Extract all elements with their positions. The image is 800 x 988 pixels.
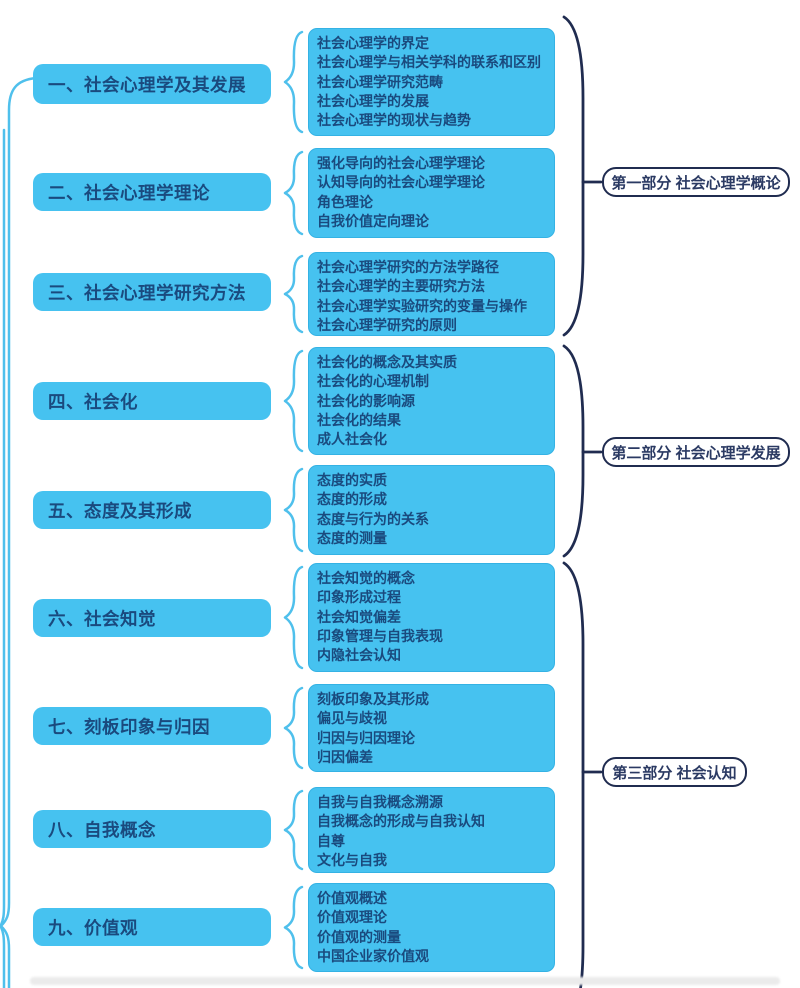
topic-item: 中国企业家价值观 <box>317 947 429 964</box>
topic-item: 社会心理学研究的方法学路径 <box>317 259 499 275</box>
part-brace-3 <box>562 561 603 988</box>
chapter-node-2[interactable]: 二、社会心理学理论 <box>33 173 271 211</box>
topics-brace-1 <box>283 30 304 134</box>
topic-item: 价值观概述 <box>317 890 387 906</box>
chapter-node-7[interactable]: 七、刻板印象与归因 <box>33 707 271 745</box>
topic-box-9[interactable]: 价值观概述 价值观理论 价值观的测量 中国企业家价值观 <box>308 883 555 972</box>
topic-item: 社会知觉偏差 <box>317 608 401 625</box>
topic-item: 社会心理学的界定 <box>317 35 429 51</box>
chapter-node-4[interactable]: 四、社会化 <box>33 382 271 420</box>
chapter-node-1[interactable]: 一、社会心理学及其发展 <box>33 64 271 104</box>
part-brace-2 <box>562 344 603 558</box>
topic-item: 态度的测量 <box>317 529 387 546</box>
topic-item: 态度的实质 <box>317 472 387 488</box>
topic-item: 自我概念的形成与自我认知 <box>317 813 485 830</box>
part-brace-1 <box>562 15 603 337</box>
topic-item: 社会心理学研究范畴 <box>317 73 443 90</box>
topic-item: 刻板印象及其形成 <box>317 691 429 707</box>
topic-item: 印象形成过程 <box>317 589 401 606</box>
topic-item: 价值观理论 <box>317 909 387 926</box>
topics-brace-4 <box>283 349 304 453</box>
chapter-node-9[interactable]: 九、价值观 <box>33 908 271 946</box>
topics-brace-6 <box>283 565 304 670</box>
topic-item: 自尊 <box>317 832 345 849</box>
chapter-node-8[interactable]: 八、自我概念 <box>33 810 271 848</box>
chapter-node-3[interactable]: 三、社会心理学研究方法 <box>33 273 271 311</box>
photo-edge-artifact <box>30 977 780 985</box>
topic-item: 认知导向的社会心理学理论 <box>317 174 485 191</box>
topic-box-1[interactable]: 社会心理学的界定 社会心理学与相关学科的联系和区别 社会心理学研究范畴 社会心理… <box>308 28 555 136</box>
part-label-3[interactable]: 第三部分 社会认知 <box>602 757 747 787</box>
chapter-node-5[interactable]: 五、态度及其形成 <box>33 491 271 529</box>
topic-item: 社会心理学的发展 <box>317 92 429 109</box>
topic-item: 社会化的心理机制 <box>317 373 429 390</box>
topics-brace-8 <box>283 789 304 871</box>
topic-box-5[interactable]: 态度的实质 态度的形成 态度与行为的关系 态度的测量 <box>308 465 555 555</box>
topic-box-7[interactable]: 刻板印象及其形成 偏见与歧视 归因与归因理论 归因偏差 <box>308 684 555 772</box>
topic-item: 态度的形成 <box>317 491 387 508</box>
topic-item: 强化导向的社会心理学理论 <box>317 155 485 171</box>
topics-brace-5 <box>283 467 304 553</box>
topic-item: 归因与归因理论 <box>317 729 415 746</box>
chapter-node-6[interactable]: 六、社会知觉 <box>33 599 271 637</box>
topic-item: 内隐社会认知 <box>317 647 401 664</box>
topic-item: 社会心理学与相关学科的联系和区别 <box>317 54 541 71</box>
topic-item: 自我价值定向理论 <box>317 212 429 229</box>
topic-item: 态度与行为的关系 <box>317 510 429 527</box>
topic-item: 价值观的测量 <box>317 928 401 945</box>
topic-box-3[interactable]: 社会心理学研究的方法学路径 社会心理学的主要研究方法 社会心理学实验研究的变量与… <box>308 252 555 336</box>
topic-item: 社会心理学实验研究的变量与操作 <box>317 297 527 314</box>
topic-item: 角色理论 <box>317 193 373 210</box>
topics-brace-9 <box>283 885 304 970</box>
topic-box-2[interactable]: 强化导向的社会心理学理论 认知导向的社会心理学理论 角色理论 自我价值定向理论 <box>308 148 555 238</box>
topic-item: 归因偏差 <box>317 748 373 765</box>
topic-item: 社会心理学研究的原则 <box>317 316 457 333</box>
topic-item: 社会心理学的主要研究方法 <box>317 278 485 295</box>
part-label-1[interactable]: 第一部分 社会心理学概论 <box>602 167 790 197</box>
topic-item: 文化与自我 <box>317 851 387 868</box>
topic-box-6[interactable]: 社会知觉的概念 印象形成过程 社会知觉偏差 印象管理与自我表现 内隐社会认知 <box>308 563 555 672</box>
topic-item: 社会心理学的现状与趋势 <box>317 112 471 129</box>
topic-item: 成人社会化 <box>317 431 387 448</box>
topics-brace-7 <box>283 686 304 770</box>
root-brace <box>0 76 38 988</box>
topics-brace-3 <box>283 254 304 334</box>
topic-item: 社会化的概念及其实质 <box>317 354 457 370</box>
topic-item: 偏见与歧视 <box>317 710 387 727</box>
topic-box-8[interactable]: 自我与自我概念溯源 自我概念的形成与自我认知 自尊 文化与自我 <box>308 787 555 873</box>
topic-item: 社会知觉的概念 <box>317 570 415 586</box>
topic-item: 印象管理与自我表现 <box>317 627 443 644</box>
topic-item: 社会化的结果 <box>317 411 401 428</box>
topic-box-4[interactable]: 社会化的概念及其实质 社会化的心理机制 社会化的影响源 社会化的结果 成人社会化 <box>308 347 555 455</box>
topic-item: 自我与自我概念溯源 <box>317 794 443 810</box>
topics-brace-2 <box>283 150 304 236</box>
topic-item: 社会化的影响源 <box>317 392 415 409</box>
part-label-2[interactable]: 第二部分 社会心理学发展 <box>602 437 790 467</box>
